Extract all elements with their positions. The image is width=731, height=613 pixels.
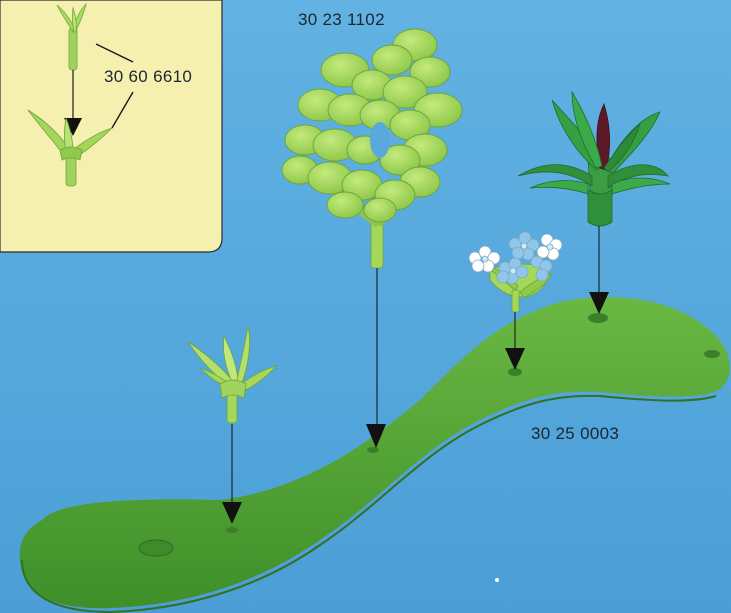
inset-panel <box>0 0 222 252</box>
sprout-part-number: 30 60 6610 <box>104 67 192 87</box>
bush-part-number: 30 23 1102 <box>298 10 385 30</box>
base-part-number: 30 25 0003 <box>531 424 619 444</box>
